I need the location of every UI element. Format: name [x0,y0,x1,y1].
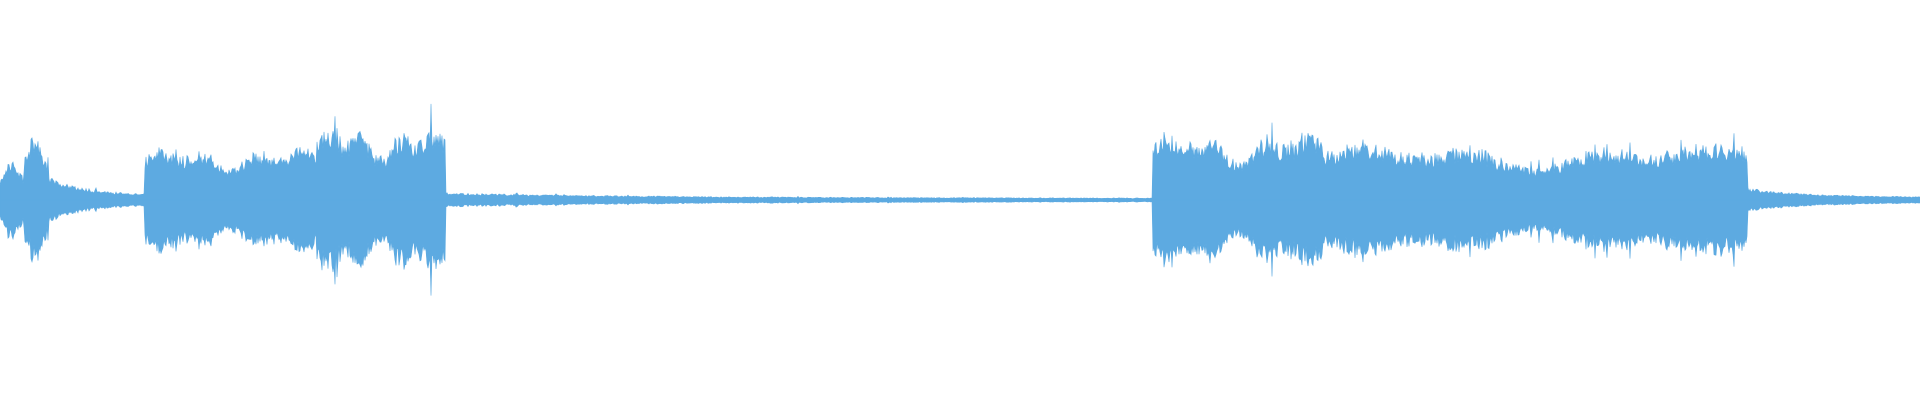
audio-waveform [0,103,1920,296]
waveform-view [0,103,1920,296]
